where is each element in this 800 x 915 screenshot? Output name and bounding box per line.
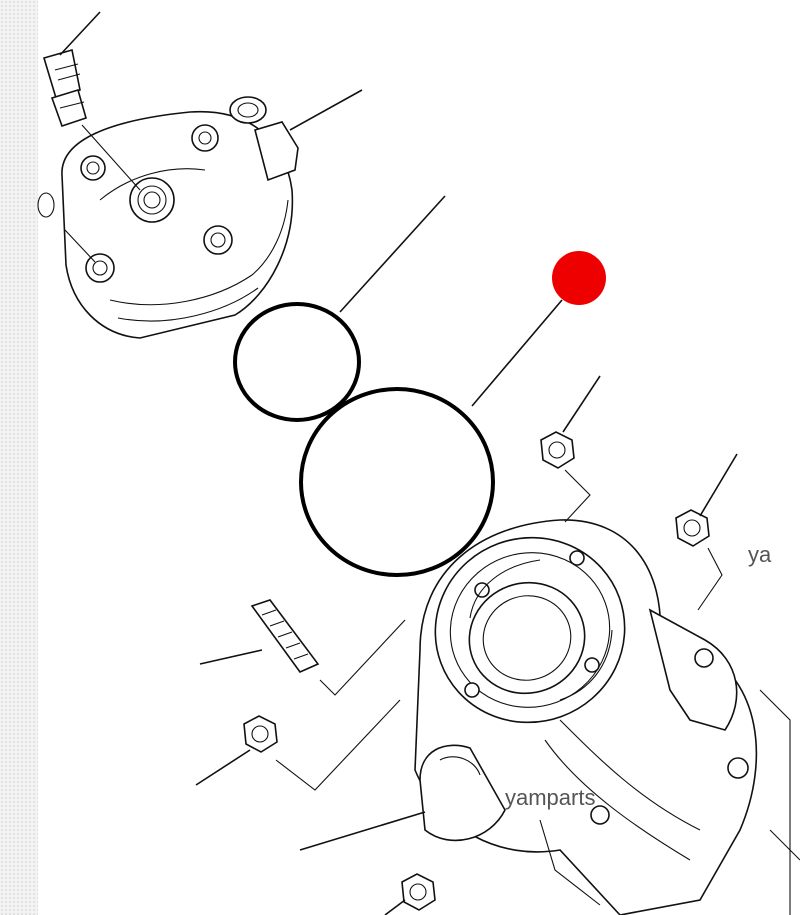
leader-line — [195, 749, 251, 786]
stud-bolt — [250, 599, 320, 673]
leader-line — [697, 547, 723, 611]
leader-line — [275, 699, 401, 791]
leader-line — [539, 819, 601, 906]
nut — [401, 873, 436, 911]
cylinder-block — [414, 519, 800, 915]
nut — [243, 715, 278, 753]
leader-line — [289, 89, 363, 131]
page-edge-strip — [0, 0, 38, 915]
nut — [540, 431, 575, 469]
leader-line — [319, 619, 406, 696]
small-o-ring — [233, 302, 361, 422]
leader-line — [199, 649, 263, 665]
leader-line — [471, 299, 563, 407]
leader-line — [562, 375, 601, 433]
leader-line — [699, 453, 738, 517]
watermark-text-bottom: yamparts — [505, 785, 595, 810]
leader-line — [59, 11, 101, 56]
leader-line — [64, 229, 96, 263]
leader-line — [299, 811, 426, 851]
leader-line — [81, 124, 141, 191]
watermark-text-right: ya — [748, 542, 772, 567]
large-o-ring — [299, 387, 495, 577]
highlight-marker-dot — [552, 251, 606, 305]
leader-line — [564, 469, 591, 523]
head-fitting-bolt — [43, 48, 87, 128]
nut — [675, 509, 710, 547]
leader-line — [384, 899, 406, 915]
leader-line — [339, 195, 446, 313]
cylinder-head — [37, 96, 299, 339]
